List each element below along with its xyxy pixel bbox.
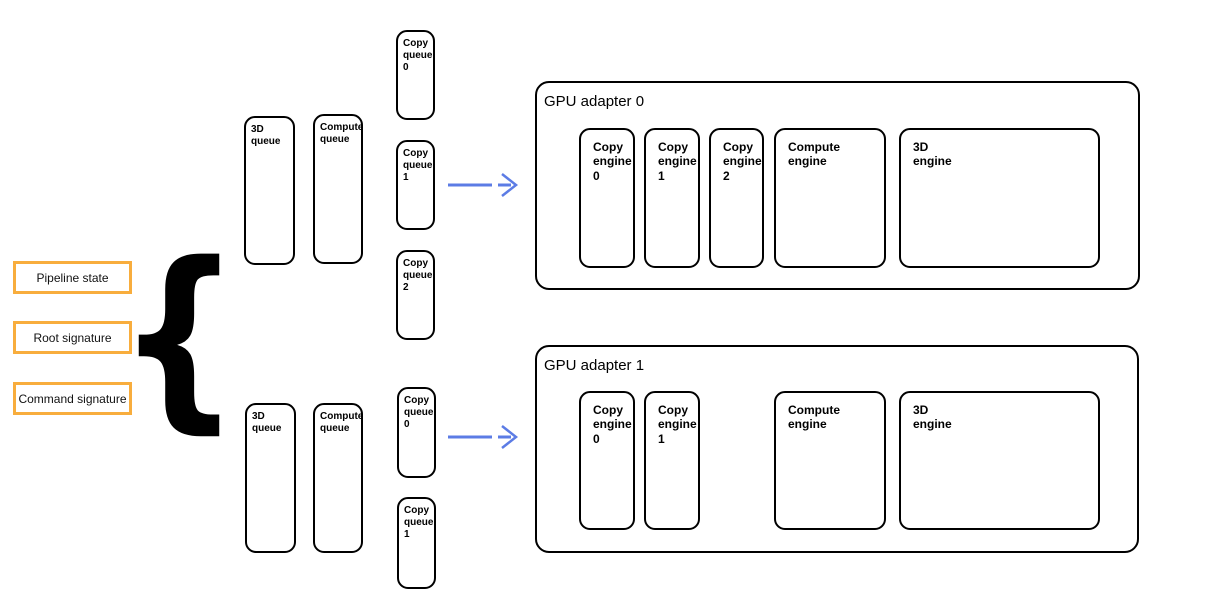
gpu-adapter-0-box: GPU adapter 0 Copy engine 0 Copy engine … (535, 81, 1140, 290)
gpu-adapter-0-title: GPU adapter 0 (544, 93, 645, 110)
arrow-right-icon (448, 425, 519, 449)
queue-box-copy0-bottom: Copy queue 0 (397, 387, 436, 478)
arrow-right-icon (448, 173, 519, 197)
engine-box-3d: 3D engine (899, 391, 1100, 530)
curly-brace-icon: { (116, 220, 242, 451)
pipeline-state-box: Pipeline state (13, 261, 132, 294)
gpu-adapter-1-box: GPU adapter 1 Copy engine 0 Copy engine … (535, 345, 1139, 553)
command-signature-box: Command signature (13, 382, 132, 415)
engine-box-compute: Compute engine (774, 391, 886, 530)
root-signature-box: Root signature (13, 321, 132, 354)
queue-box-compute-top: Compute queue (313, 114, 363, 264)
queue-box-copy0-top: Copy queue 0 (396, 30, 435, 120)
engine-box-copy1: Copy engine 1 (644, 128, 700, 268)
queue-box-compute-bottom: Compute queue (313, 403, 363, 553)
gpu-adapter-1-title: GPU adapter 1 (544, 357, 645, 374)
engine-box-copy1: Copy engine 1 (644, 391, 700, 530)
queue-box-copy2-top: Copy queue 2 (396, 250, 435, 340)
engine-box-copy0: Copy engine 0 (579, 391, 635, 530)
engine-box-3d: 3D engine (899, 128, 1100, 268)
queue-box-copy1-bottom: Copy queue 1 (397, 497, 436, 589)
queue-box-copy1-top: Copy queue 1 (396, 140, 435, 230)
engine-box-compute: Compute engine (774, 128, 886, 268)
queue-box-3d-top: 3D queue (244, 116, 295, 265)
engine-box-copy2: Copy engine 2 (709, 128, 764, 268)
queue-box-3d-bottom: 3D queue (245, 403, 296, 553)
engine-box-copy0: Copy engine 0 (579, 128, 635, 268)
